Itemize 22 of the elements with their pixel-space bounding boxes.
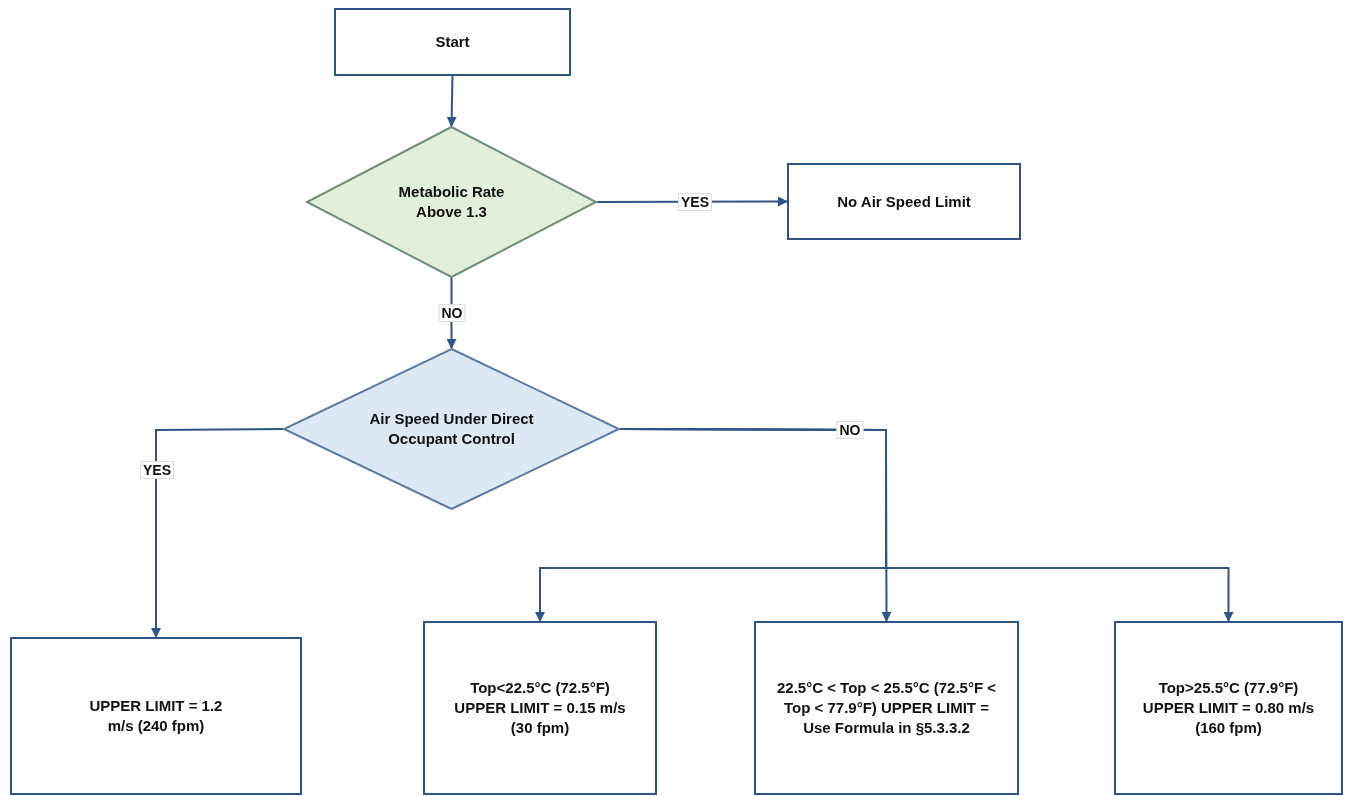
node-text: No Air Speed Limit (836, 191, 972, 212)
edge-label: YES (140, 461, 174, 479)
process-box (10, 637, 302, 795)
arrow (151, 428, 284, 638)
decision-diamond (283, 348, 620, 510)
edge-label: YES (678, 193, 712, 211)
process-box (334, 8, 571, 76)
decision-diamond (306, 126, 597, 278)
arrow (446, 75, 457, 127)
node-text: UPPER LIMIT = 1.2 m/s (240 fpm) (88, 696, 224, 736)
process-box (787, 163, 1021, 240)
node-text: Air Speed Under Direct Occupant Control (368, 409, 535, 449)
node-text: 22.5°C < Top < 25.5°C (72.5°F < Top < 77.9°F) UPPER LIMIT = Use Formula in §5.3.3.2 (775, 678, 998, 738)
node-text: Metabolic Rate Above 1.3 (397, 182, 506, 222)
edge-label: NO (438, 304, 466, 322)
node-text: Start (434, 32, 471, 52)
process-box (754, 621, 1019, 795)
edge-label: NO (836, 421, 864, 439)
node-text: Top>25.5°C (77.9°F) UPPER LIMIT = 0.80 m/s (160 fpm) (1141, 678, 1316, 738)
process-box (1114, 621, 1343, 795)
process-box (423, 621, 657, 795)
node-text: Top<22.5°C (72.5°F) UPPER LIMIT = 0.15 m/s (30 fpm) (453, 678, 627, 738)
